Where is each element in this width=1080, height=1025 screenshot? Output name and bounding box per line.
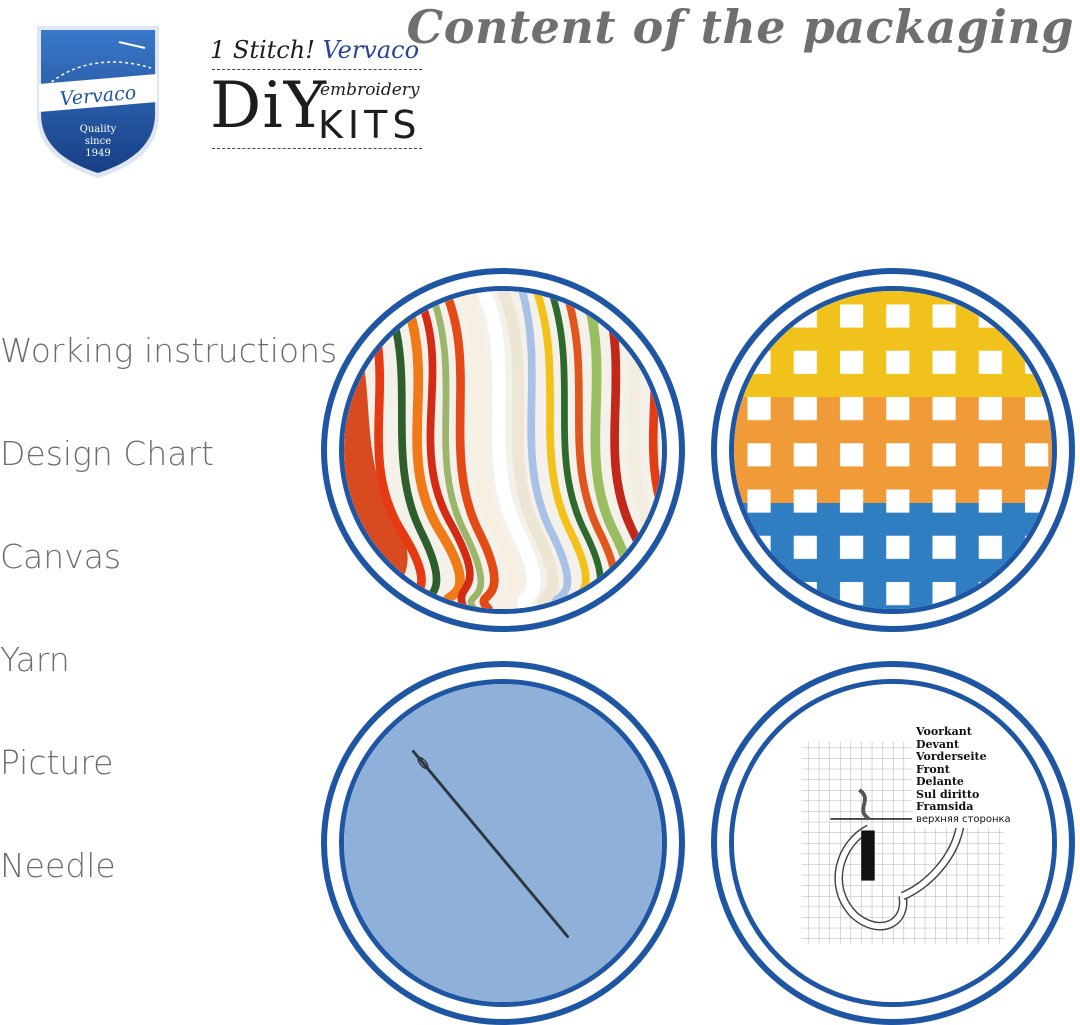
list-item: Design Chart [0,434,214,473]
chart-label: Delante [916,775,964,788]
diy-logo-tagline: 1 Stitch! Vervaco [210,36,419,64]
diy-logo-brand: Vervaco [322,36,420,64]
chart-label: верхняя сторонка [916,813,1011,825]
needle-icon [344,684,662,1002]
list-item: Needle [0,846,116,885]
diy-logo-big: DiY [210,69,328,143]
list-item: Picture [0,743,114,782]
chart-direction-labels: Voorkant Devant Vorderseite Front Delant… [912,724,1015,828]
chart-label: Vorderseite [916,750,987,763]
yarn-skeins-icon [344,291,662,609]
vervaco-tagline-2: since [85,136,111,147]
list-item: Working instructions [0,331,338,370]
list-item: Canvas [0,537,122,576]
needle-image [321,661,685,1025]
page-title: Content of the packaging [406,0,1074,54]
diy-logo-divider-bottom [212,148,422,149]
diy-logo-stitch: 1 Stitch! [210,36,315,64]
chart-label: Devant [916,737,960,751]
yarn-image [321,268,685,632]
contents-list: Working instructions Design Chart Canvas… [0,325,338,943]
chart-label: Voorkant [916,725,972,738]
list-item: Yarn [0,640,70,679]
diy-logo-embroidery: embroidery [320,80,420,100]
chart-label: Framsida [916,800,974,813]
diy-logo-divider [212,69,422,70]
vervaco-tagline-1: Quality [80,124,117,135]
diy-logo-kits: KITS [318,103,422,147]
chart-label: Front [916,762,950,776]
canvas-image [711,268,1075,632]
diy-kits-logo: 1 Stitch! Vervaco DiY embroidery KITS [210,36,422,154]
vervaco-shield-icon: Vervaco Quality since 1949 [37,26,159,178]
canvas-mesh-icon [734,291,1052,609]
chart-label: Sul diritto [916,787,980,801]
design-chart-image: Voorkant Devant Vorderseite Front Delant… [711,661,1075,1025]
vervaco-tagline-3: 1949 [85,148,110,159]
vervaco-logo: Vervaco Quality since 1949 [33,22,163,180]
